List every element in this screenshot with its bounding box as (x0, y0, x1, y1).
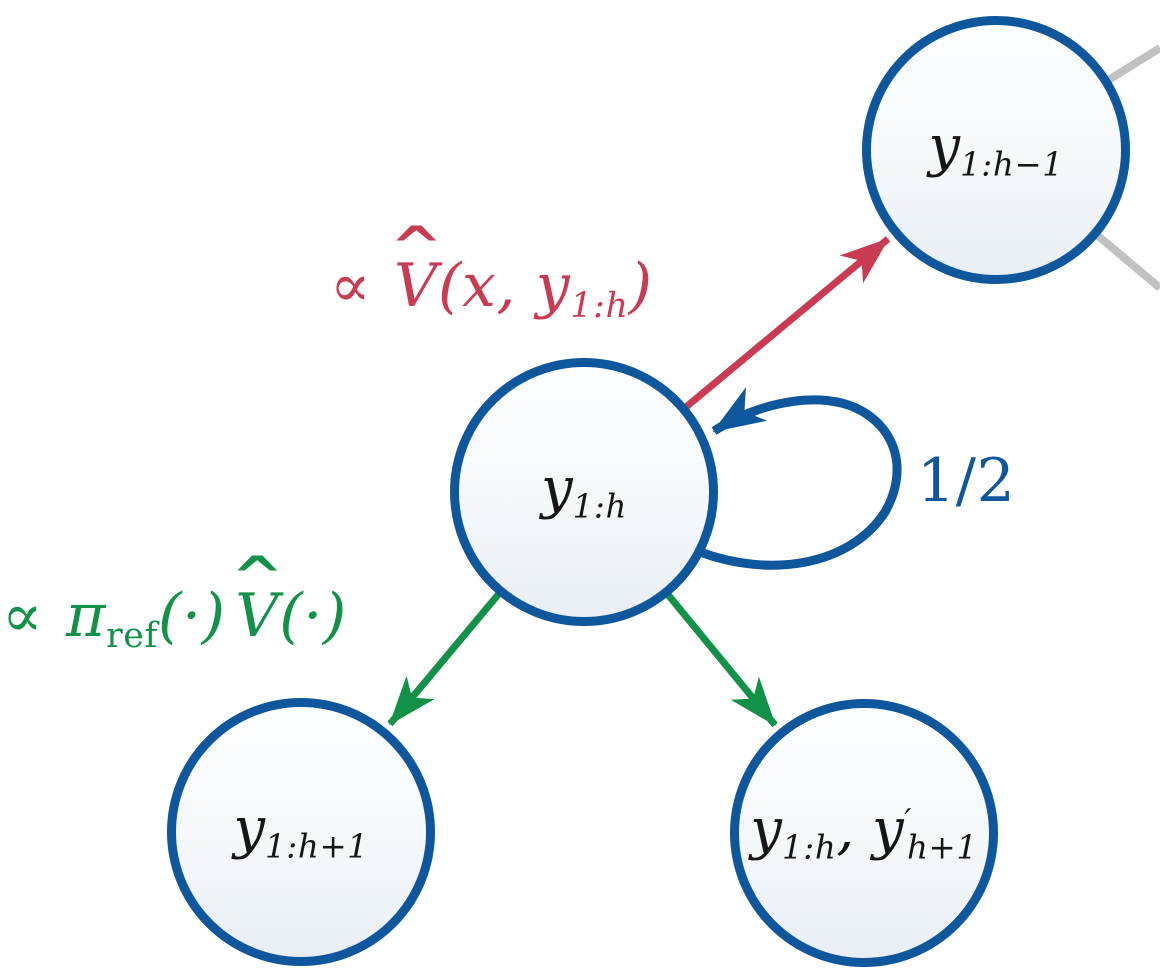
node-parent: y1:h−1 (862, 16, 1130, 284)
proportional-symbol: ∝ (330, 251, 372, 321)
proportional-symbol: ∝ (2, 581, 44, 651)
hat-accent: ˆ (384, 216, 450, 312)
math-var: y (872, 797, 904, 863)
edge-backtrack (677, 236, 891, 415)
edge-self-loop (698, 387, 902, 570)
math-subscript: h+1 (906, 828, 978, 867)
math-args: (·) (279, 581, 347, 651)
math-subscript: 1:h−1 (960, 145, 1064, 184)
math-separator: , (836, 797, 873, 863)
hat-accent: ˆ (225, 546, 291, 642)
math-var: V (394, 251, 438, 321)
math-subscript: 1:h (781, 828, 837, 867)
node-child-right-label: y1:h, y′h+1 (750, 802, 977, 864)
math-var: V (235, 581, 280, 651)
math-subscript: 1:h+1 (265, 827, 369, 866)
edge-child-left (387, 587, 505, 727)
math-prime: ′ (904, 803, 912, 840)
math-pi: π (66, 581, 107, 651)
math-subscript: 1:h (570, 286, 629, 327)
math-args: (x, y (437, 251, 571, 321)
math-var: y (540, 456, 573, 522)
math-close-paren: ) (628, 251, 653, 321)
math-var: y (233, 796, 265, 862)
node-parent-label: y1:h−1 (928, 119, 1063, 181)
node-child-left-label: y1:h+1 (233, 801, 368, 863)
self-loop-probability-label: 1/2 (917, 451, 1015, 511)
node-current: y1:h (450, 358, 718, 626)
node-child-left: y1:h+1 (167, 698, 435, 966)
math-subscript: 1:h (572, 487, 628, 526)
math-subscript: ref (106, 616, 158, 657)
probability-value: 1/2 (917, 446, 1016, 516)
math-var: y (750, 797, 782, 863)
math-var: y (928, 114, 960, 180)
edge-child-right (662, 588, 778, 728)
math-args: (·) (157, 581, 226, 651)
node-current-label: y1:h (541, 461, 627, 523)
node-child-right: y1:h, y′h+1 (730, 699, 998, 967)
